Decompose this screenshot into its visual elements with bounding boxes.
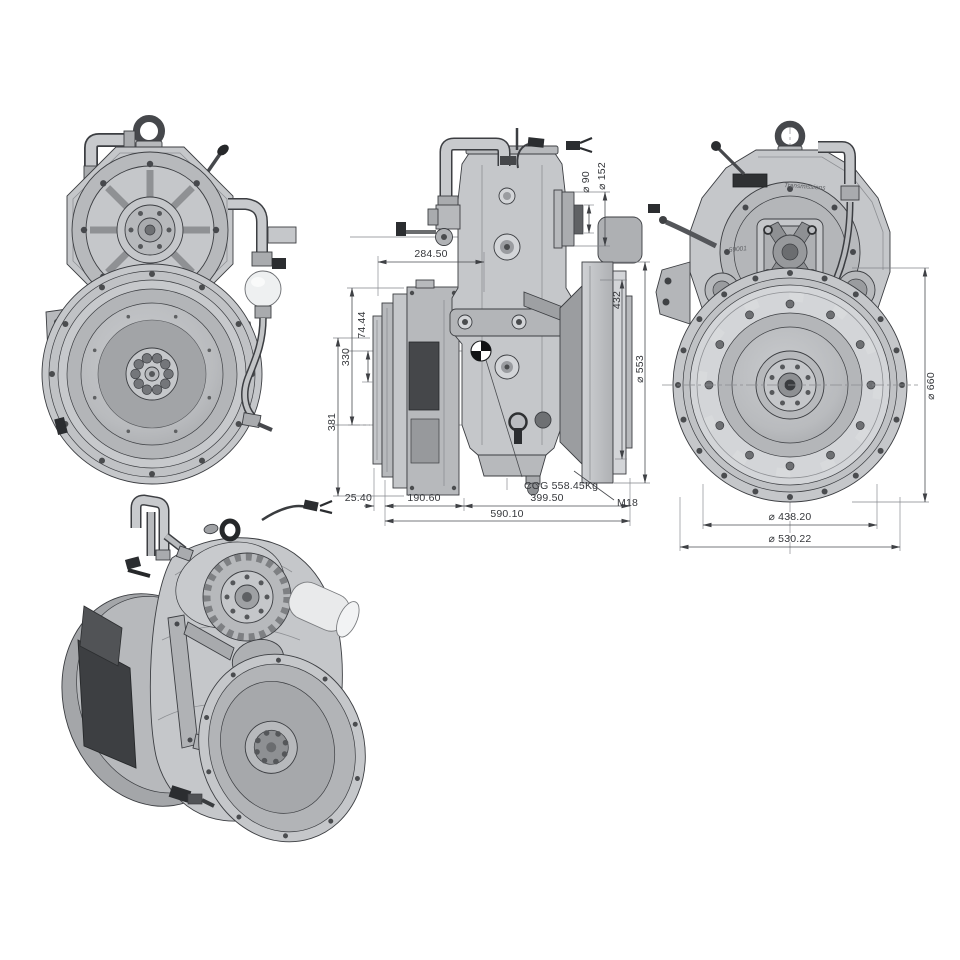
output-coupling: [553, 189, 584, 249]
rear-view: Transmissions 59001: [648, 120, 937, 556]
side-view-dimensions: 284.50 330 74.44 381 25.40 190.60 399.50…: [326, 162, 650, 526]
reservoir-sphere: [244, 270, 282, 308]
dim-399-50: 399.50: [530, 492, 563, 504]
dim-dia-660: ⌀ 660: [925, 372, 937, 400]
dim-432: 432: [611, 291, 623, 309]
iso-tow-eye: [219, 518, 241, 542]
rear-piping: [818, 141, 860, 308]
front-reservoir-piping: [228, 198, 286, 432]
iso-pipes: [130, 494, 194, 562]
clutch-plate-stack: [372, 293, 408, 489]
iso-wire-connector: [261, 499, 333, 522]
front-flywheel: [41, 263, 263, 485]
iso-drain-fitting: [168, 785, 215, 808]
name-plate: [732, 173, 768, 188]
rear-left-bracket: [648, 204, 718, 325]
dim-dia-438-20: ⌀ 438.20: [769, 511, 812, 523]
iso-cock-valve: [124, 556, 151, 578]
iso-flywheel: [198, 653, 366, 843]
lifting-eye: [133, 115, 165, 147]
cog-symbol: [470, 340, 492, 362]
dim-dia-90: ⌀ 90: [580, 171, 592, 193]
dim-381: 381: [326, 413, 338, 431]
dim-25-40: 25.40: [345, 492, 372, 504]
casting-number-text: 59001: [728, 245, 747, 254]
dim-dia-553: ⌀ 553: [634, 355, 646, 383]
gearbox-body-side: [449, 145, 595, 496]
iso-canister: [288, 581, 360, 638]
dim-330: 330: [340, 348, 352, 366]
breather-pipe: [396, 128, 519, 246]
dim-74-44: 74.44: [356, 311, 368, 338]
output-drum: [559, 216, 643, 484]
isometric-view: [61, 494, 366, 843]
cog-label: COG 558.45Kg: [524, 480, 598, 492]
dim-190-60: 190.60: [407, 492, 440, 504]
m18-label: M18: [617, 497, 638, 509]
dim-284-50: 284.50: [414, 248, 447, 260]
dim-dia-530-22: ⌀ 530.22: [769, 533, 812, 545]
dipstick-rear: [716, 146, 746, 176]
brand-script-text: Transmissions: [784, 182, 827, 192]
dim-590-10: 590.10: [490, 508, 523, 520]
front-view: [41, 115, 297, 485]
wiring-connectors: [516, 136, 593, 169]
rear-view-dimensions: ⌀ 660 ⌀ 438.20 ⌀ 530.22: [679, 267, 937, 551]
side-view: 284.50 330 74.44 381 25.40 190.60 399.50…: [326, 128, 650, 526]
iso-gear-flange: [202, 552, 292, 642]
dim-dia-152: ⌀ 152: [596, 162, 608, 190]
